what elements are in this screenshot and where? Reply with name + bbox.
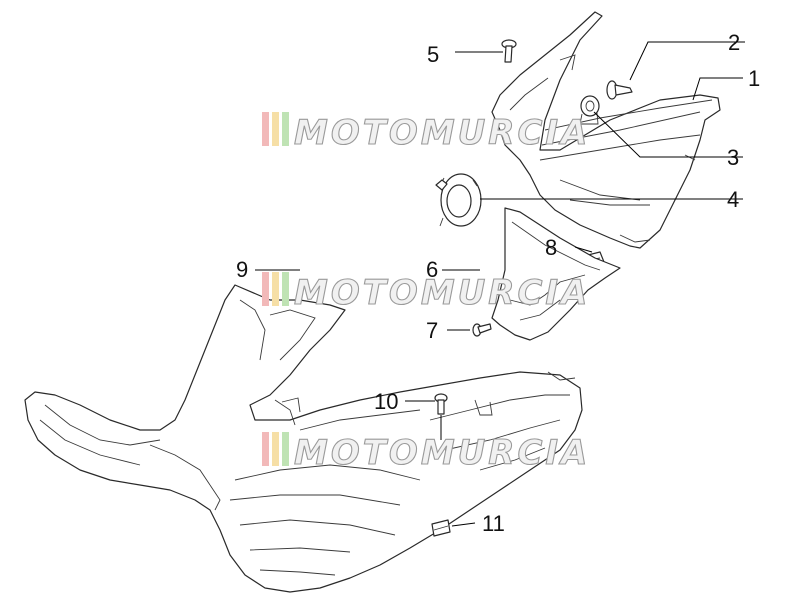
watermark-middle: MOTOMURCIA <box>262 272 590 314</box>
callout-6: 6 <box>426 257 438 282</box>
callout-11: 11 <box>482 511 505 536</box>
part-11-clip <box>431 519 451 537</box>
callout-10: 10 <box>374 389 398 414</box>
watermark-bottom: MOTOMURCIA <box>262 432 590 474</box>
callout-7: 7 <box>426 318 438 343</box>
callout-8: 8 <box>545 235 557 260</box>
part-10-screw <box>434 393 448 415</box>
callout-3: 3 <box>727 145 739 170</box>
leader-1 <box>692 77 743 101</box>
leader-10 <box>405 400 442 440</box>
part-1-leg-shield <box>491 11 721 249</box>
callout-9: 9 <box>236 257 248 282</box>
leader-lines <box>255 41 745 527</box>
watermark-text: MOTOMURCIA <box>294 273 590 313</box>
leader-3 <box>593 111 743 158</box>
callout-5: 5 <box>427 42 439 67</box>
part-3-grommet <box>579 95 600 125</box>
watermark-text: MOTOMURCIA <box>294 433 590 473</box>
part-9-footboard <box>24 284 583 593</box>
watermark-text: MOTOMURCIA <box>294 113 590 153</box>
callout-4: 4 <box>727 187 739 212</box>
part-2-screw <box>606 80 633 100</box>
leader-8 <box>574 246 593 253</box>
callout-1: 1 <box>748 66 760 91</box>
part-4-ring <box>435 173 482 227</box>
part-7-screw <box>472 323 492 337</box>
callout-labels: 1 2 3 4 5 6 7 8 9 10 11 <box>236 30 760 536</box>
callout-2: 2 <box>728 30 740 55</box>
watermark-top: MOTOMURCIA <box>262 112 590 154</box>
part-5-screw <box>501 39 517 63</box>
leader-2 <box>629 41 745 81</box>
leader-11 <box>451 522 476 527</box>
